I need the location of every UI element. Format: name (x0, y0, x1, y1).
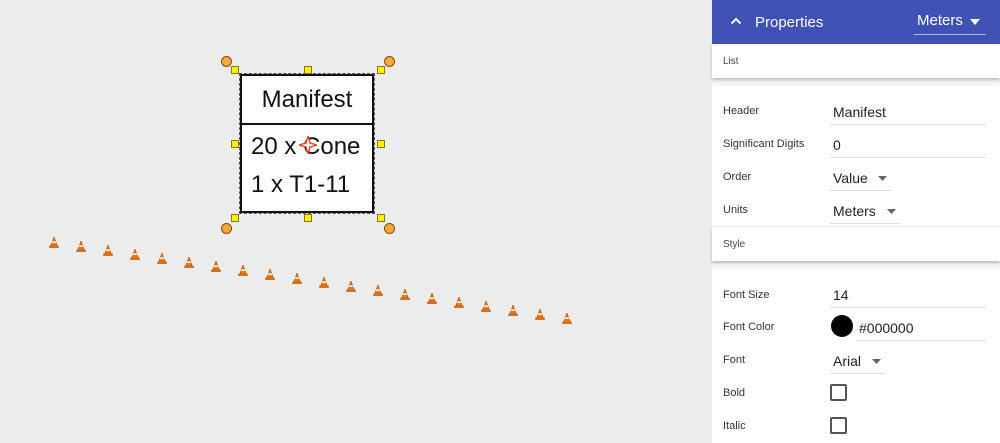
section-list-label: List (723, 56, 739, 67)
traffic-cone-icon[interactable] (76, 241, 86, 252)
traffic-cone-icon[interactable] (130, 249, 140, 260)
traffic-cone-icon[interactable] (346, 281, 356, 292)
units-label: Units (723, 204, 749, 216)
traffic-cone-icon[interactable] (427, 293, 437, 304)
traffic-cone-icon[interactable] (319, 277, 329, 288)
list-section-body (712, 86, 1000, 226)
panel-header: Properties Meters (712, 0, 1000, 44)
significant-digits-label: Significant Digits (723, 138, 805, 150)
font-color-input[interactable]: #000000 (856, 316, 986, 341)
traffic-cone-icon[interactable] (238, 265, 248, 276)
properties-panel: Properties Meters List Header Manifest S… (712, 0, 1000, 443)
traffic-cone-icon[interactable] (454, 297, 464, 308)
resize-handle-bottom[interactable] (304, 214, 312, 222)
caret-down-icon (872, 359, 881, 364)
panel-title: Properties (755, 14, 824, 31)
traffic-cone-icon[interactable] (481, 301, 491, 312)
rotate-handle-top-right[interactable] (384, 56, 395, 67)
section-list: List (712, 44, 1000, 78)
units-value: Meters (833, 203, 876, 219)
traffic-cone-icon[interactable] (157, 253, 167, 264)
font-color-swatch[interactable] (831, 315, 853, 337)
font-size-input[interactable]: 14 (830, 283, 986, 308)
font-size-value: 14 (833, 287, 849, 303)
manifest-row-t1-11: 1 x T1-11 (251, 171, 351, 198)
traffic-cone-icon[interactable] (508, 305, 518, 316)
rotate-handle-top-left[interactable] (221, 56, 232, 67)
bold-label: Bold (723, 387, 746, 399)
section-style: Style (712, 227, 1000, 261)
order-label: Order (723, 171, 752, 183)
bold-checkbox[interactable] (830, 384, 847, 401)
font-value: Arial (833, 353, 862, 369)
order-value: Value (833, 170, 868, 186)
manifest-list[interactable]: Manifest 20 x Cone 1 x T1-11 (239, 73, 375, 214)
resize-handle-top-right[interactable] (377, 66, 385, 74)
traffic-cone-icon[interactable] (103, 245, 113, 256)
header-input[interactable]: Manifest (830, 100, 986, 125)
units-select[interactable]: Meters (830, 199, 900, 224)
resize-handle-top-left[interactable] (231, 66, 239, 74)
chevron-up-icon[interactable] (730, 15, 742, 27)
font-size-label: Font Size (723, 289, 770, 301)
traffic-cone-icon[interactable] (292, 273, 302, 284)
drawing-canvas[interactable]: Manifest 20 x Cone 1 x T1-11 (0, 0, 712, 443)
manifest-header: Manifest (242, 76, 372, 125)
panel-units-value: Meters (917, 12, 963, 29)
resize-handle-right[interactable] (377, 140, 385, 148)
resize-handle-left[interactable] (231, 140, 239, 148)
header-input-value: Manifest (833, 104, 886, 120)
rotate-handle-bottom-right[interactable] (384, 223, 395, 234)
center-star-icon[interactable] (299, 136, 317, 154)
font-color-value: #000000 (859, 320, 914, 336)
traffic-cone-icon[interactable] (49, 237, 59, 248)
resize-handle-top[interactable] (304, 66, 312, 74)
italic-label: Italic (723, 420, 746, 432)
italic-checkbox[interactable] (830, 417, 847, 434)
section-style-label: Style (723, 239, 746, 250)
resize-handle-bottom-right[interactable] (377, 214, 385, 222)
traffic-cone-icon[interactable] (373, 285, 383, 296)
font-select[interactable]: Arial (830, 349, 886, 374)
order-select[interactable]: Value (830, 166, 892, 191)
font-color-label: Font Color (723, 321, 775, 333)
rotate-handle-bottom-left[interactable] (221, 223, 232, 234)
significant-digits-value: 0 (833, 137, 841, 153)
traffic-cone-icon[interactable] (184, 257, 194, 268)
panel-units-select[interactable]: Meters (914, 10, 986, 35)
style-section-body (712, 269, 1000, 443)
caret-down-icon (878, 176, 887, 181)
significant-digits-input[interactable]: 0 (830, 133, 986, 158)
traffic-cone-icon[interactable] (211, 261, 221, 272)
traffic-cone-icon[interactable] (400, 289, 410, 300)
header-label: Header (723, 105, 760, 117)
caret-down-icon (970, 19, 980, 25)
resize-handle-bottom-left[interactable] (231, 214, 239, 222)
font-label: Font (723, 354, 746, 366)
traffic-cone-icon[interactable] (265, 269, 275, 280)
caret-down-icon (887, 209, 896, 214)
traffic-cone-icon[interactable] (535, 309, 545, 320)
traffic-cone-icon[interactable] (562, 313, 572, 324)
